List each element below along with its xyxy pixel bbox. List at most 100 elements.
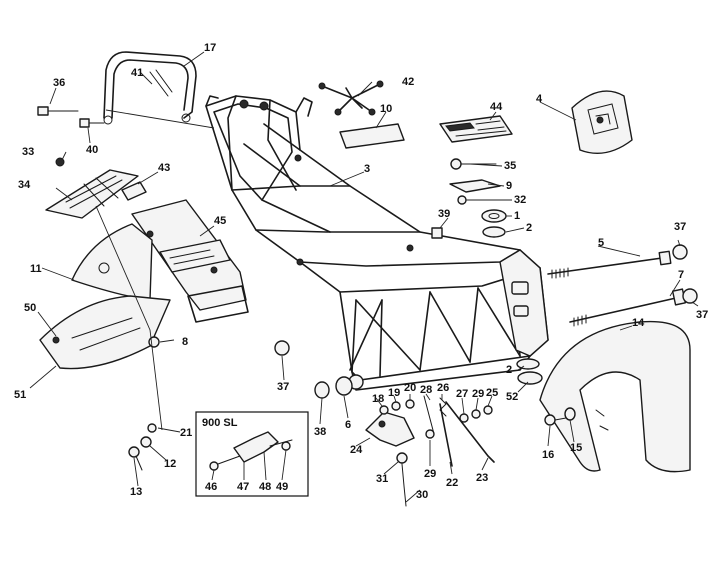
callout-22: 22 [446, 477, 458, 489]
part-grommet-37-left [274, 340, 290, 356]
callout-19: 19 [388, 387, 400, 399]
part-clip-43 [121, 181, 147, 201]
callout-43: 43 [158, 162, 170, 174]
part-carrier-34 [45, 157, 139, 219]
callout-10: 10 [380, 103, 392, 115]
part-bushing-2-lower [516, 358, 540, 370]
part-decal-4 [571, 90, 633, 154]
callout-51: 51 [14, 389, 26, 401]
callout-38: 38 [314, 426, 326, 438]
part-spacer-12 [140, 436, 152, 448]
part-washer-20 [405, 399, 415, 409]
part-cover-50 [39, 295, 171, 370]
callout-32: 32 [514, 194, 526, 206]
part-side-stand-22 [439, 403, 453, 467]
part-nut-39 [431, 227, 443, 239]
part-washer-15 [564, 407, 576, 421]
part-washer-21 [147, 423, 157, 433]
part-bolt-19 [391, 401, 401, 411]
part-bolt-36 [37, 106, 79, 116]
part-bracket-42 [318, 80, 384, 116]
part-mudguard-14 [539, 320, 691, 473]
callout-17: 17 [204, 42, 216, 54]
part-tray-45 [131, 199, 249, 323]
part-bush-8 [148, 336, 160, 348]
callout-33: 33 [22, 146, 34, 158]
callout-2-top: 2 [526, 222, 532, 234]
part-nut-27 [459, 413, 469, 423]
callout-24: 24 [350, 444, 363, 456]
part-cap-37-right-top [672, 244, 688, 260]
callout-48: 48 [259, 481, 271, 493]
part-main-frame [205, 95, 549, 391]
part-pin-29 [425, 429, 435, 439]
callout-18: 18 [372, 393, 384, 405]
callout-3: 3 [364, 163, 370, 175]
callout-13: 13 [130, 486, 142, 498]
callout-4: 4 [536, 93, 543, 105]
callout-44: 44 [490, 101, 503, 113]
part-wire-30 [401, 463, 407, 507]
part-screw-13 [128, 446, 143, 471]
callout-45: 45 [214, 215, 226, 227]
callout-34: 34 [18, 179, 31, 191]
part-spring-26 [439, 397, 447, 417]
part-bolt-25 [483, 405, 493, 415]
part-pad-10 [339, 123, 405, 149]
part-bolt-40 [79, 118, 105, 128]
part-bolt-35 [450, 158, 497, 170]
part-side-panel-11 [71, 223, 153, 301]
part-bolt-18 [379, 405, 389, 415]
callout-9: 9 [506, 180, 512, 192]
callout-20: 20 [404, 382, 416, 394]
callout-16: 16 [542, 449, 554, 461]
callout-30: 30 [416, 489, 428, 501]
callout-2-lower: 2 [506, 364, 512, 376]
callout-11: 11 [30, 263, 42, 275]
callout-36: 36 [53, 77, 65, 89]
callout-1: 1 [514, 210, 520, 222]
part-bracket-9 [449, 179, 501, 193]
callout-42: 42 [402, 76, 414, 88]
callout-37-right-top: 37 [674, 221, 686, 233]
callout-50: 50 [24, 302, 36, 314]
part-switch-31 [396, 452, 408, 464]
part-bushing-1 [481, 209, 507, 223]
part-stand-bracket-24 [365, 411, 415, 447]
part-long-bolt-7 [569, 288, 687, 327]
callout-21: 21 [180, 427, 192, 439]
callout-12: 12 [164, 458, 176, 470]
inset-title: 900 SL [202, 417, 238, 429]
part-grommet-38 [314, 381, 330, 399]
inset-900-sl: 900 SL [195, 411, 309, 497]
callout-37-left: 37 [277, 381, 289, 393]
part-cap-37-right-bottom [682, 288, 698, 304]
callout-35: 35 [504, 160, 516, 172]
callout-47: 47 [237, 481, 249, 493]
callout-37-right-bottom: 37 [696, 309, 708, 321]
callout-14: 14 [632, 317, 645, 329]
callout-49: 49 [276, 481, 288, 493]
callout-5: 5 [598, 237, 604, 249]
callout-39: 39 [438, 208, 450, 220]
callout-40: 40 [86, 144, 98, 156]
callout-25: 25 [486, 387, 498, 399]
part-washer-32 [457, 195, 467, 205]
callout-7: 7 [678, 269, 684, 281]
part-long-bolt-5 [547, 250, 672, 279]
callout-29-left: 29 [424, 468, 436, 480]
part-bushing-2-top [482, 226, 506, 238]
callout-31: 31 [376, 473, 388, 485]
callout-labels: 17 41 36 40 42 10 44 4 3 35 9 32 1 2 39 … [14, 42, 708, 501]
part-washer-29b [471, 409, 481, 419]
part-grab-rail [103, 51, 197, 125]
callout-41: 41 [131, 67, 143, 79]
callout-23: 23 [476, 472, 488, 484]
callout-29-right: 29 [472, 388, 484, 400]
callout-6: 6 [345, 419, 351, 431]
callout-28: 28 [420, 384, 432, 396]
part-label-44 [439, 115, 513, 143]
part-screw-16 [544, 414, 567, 426]
leader-lines [29, 51, 699, 503]
